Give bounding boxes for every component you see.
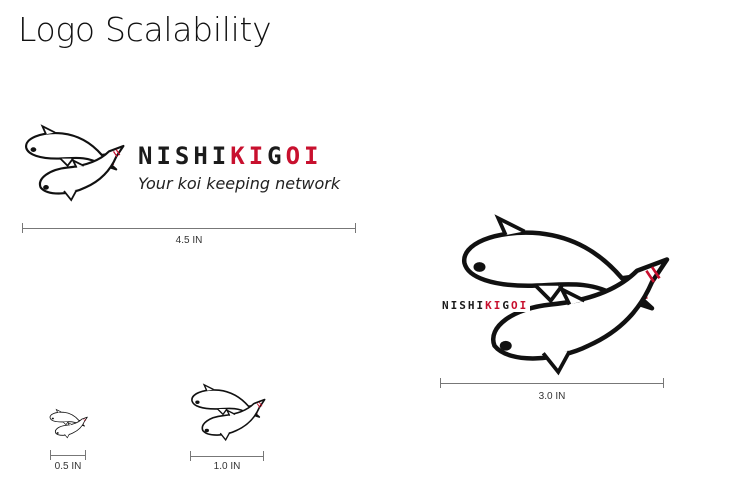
dimension-label-0-5in: 0.5 IN xyxy=(54,461,82,472)
dimension-label-3-0in: 3.0 IN xyxy=(538,391,566,402)
brand-wordmark: NISHIKIGOI xyxy=(138,142,323,170)
dimension-line-4-5in xyxy=(22,223,356,233)
dimension-line-0-5in xyxy=(50,450,86,460)
dimension-line-1-0in xyxy=(190,451,264,461)
koi-logo-icon-small xyxy=(49,409,88,439)
brand-tagline: Your koi keeping network xyxy=(138,174,341,193)
dimension-label-4-5in: 4.5 IN xyxy=(175,235,203,246)
koi-logo-icon xyxy=(24,125,125,202)
dimension-line-3-0in xyxy=(440,378,664,388)
brand-wordmark-stacked: NISHIKIGOI xyxy=(440,299,531,312)
koi-logo-icon-large xyxy=(452,222,672,372)
dimension-label-1-0in: 1.0 IN xyxy=(213,461,241,472)
page-title: Logo Scalability xyxy=(18,10,272,49)
koi-logo-icon-medium xyxy=(191,383,266,441)
